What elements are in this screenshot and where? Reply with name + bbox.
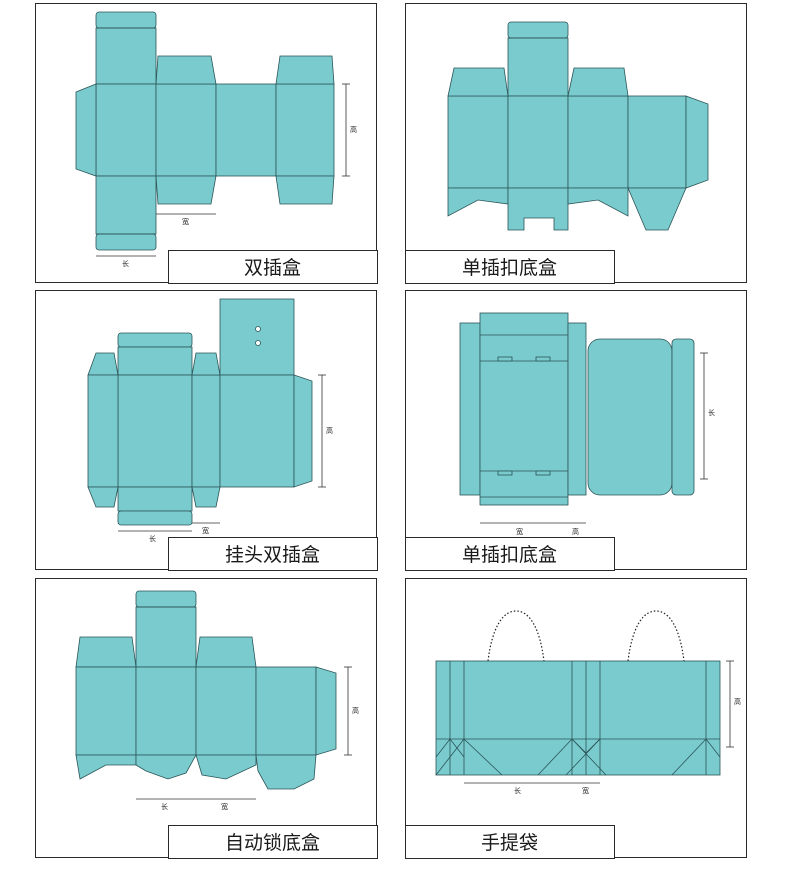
- length-label: 长: [122, 259, 129, 268]
- dieline-snap-lock-bottom-box-2: 长 宽 高: [459, 312, 715, 536]
- height-label: 高: [352, 706, 359, 715]
- panel-snap-lock-bottom-box-2: 长 宽 高 单插扣底盒: [404, 290, 747, 571]
- height-label: 高: [572, 527, 579, 536]
- width-label: 宽: [582, 786, 589, 795]
- width-label: 宽: [221, 802, 228, 811]
- height-label: 高: [326, 426, 333, 435]
- dieline-snap-lock-bottom-box-1: [447, 21, 709, 231]
- dieline-double-tuck-box: 高 宽 长: [75, 11, 357, 268]
- panel-hang-tab-double-tuck-box: 高 宽 长 挂头双插盒: [35, 290, 378, 571]
- dieline-hang-tab-double-tuck-box: 高 宽 长: [87, 298, 333, 543]
- panel-paper-bag: 高 长 宽 手提袋: [404, 578, 747, 859]
- panel-double-tuck-box: 高 宽 长 双插盒: [35, 3, 378, 284]
- panel-title: 自动锁底盒: [167, 824, 378, 859]
- width-label: 宽: [182, 217, 189, 226]
- height-label: 高: [734, 697, 741, 706]
- dieline-crash-lock-bottom-box: 高 长 宽: [75, 590, 359, 811]
- height-label: 高: [350, 125, 357, 134]
- length-label: 长: [708, 408, 715, 417]
- panel-title: 双插盒: [167, 249, 378, 284]
- panel-title: 单插扣底盒: [404, 249, 615, 284]
- panel-title: 单插扣底盒: [404, 536, 615, 571]
- panel-title: 挂头双插盒: [167, 536, 378, 571]
- width-label: 宽: [516, 527, 523, 536]
- dieline-paper-bag: 高 长 宽: [435, 610, 741, 795]
- length-label: 长: [149, 534, 156, 543]
- width-label: 宽: [202, 526, 209, 535]
- panel-snap-lock-bottom-box-1: 单插扣底盒: [404, 3, 747, 284]
- panel-title: 手提袋: [404, 824, 615, 859]
- length-label: 长: [514, 786, 521, 795]
- panel-crash-lock-bottom-box: 高 长 宽 自动锁底盒: [35, 578, 378, 859]
- length-label: 长: [161, 802, 168, 811]
